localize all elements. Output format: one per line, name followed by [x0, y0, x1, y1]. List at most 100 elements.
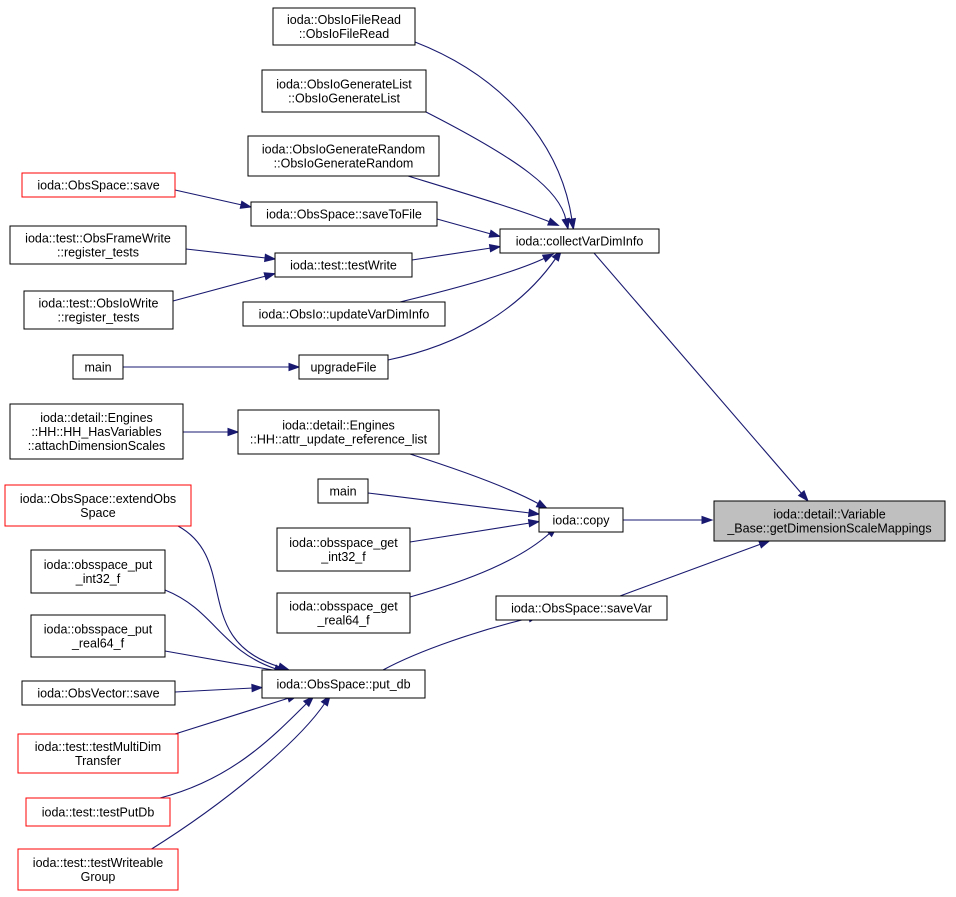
arrow-head-icon — [535, 499, 549, 510]
edge-line — [174, 687, 254, 693]
arrow-head-icon — [302, 695, 315, 708]
edge-line — [399, 257, 546, 303]
node-testWrite[interactable]: ioda::test::testWrite — [274, 252, 413, 278]
node-attachDim[interactable]: ioda::detail::Engines::HH::HH_HasVariabl… — [9, 403, 184, 460]
node-box — [250, 201, 438, 227]
node-box — [261, 669, 426, 699]
edge-getReal64-to-copy — [409, 526, 558, 598]
node-label-line: ::ObsIoGenerateRandom — [274, 157, 414, 171]
edge-line — [619, 543, 762, 597]
edge-ObsIoGenerateRandom-to-collectVarDimInfo — [407, 175, 560, 226]
arrow-head-icon — [263, 272, 277, 281]
node-label-line: ioda::test::ObsFrameWrite — [25, 232, 171, 246]
arrow-head-icon — [527, 518, 541, 528]
node-label-line: ioda::ObsSpace::put_db — [276, 678, 410, 692]
node-saveVar[interactable]: ioda::ObsSpace::saveVar — [495, 595, 668, 621]
node-ObsFrameWriteReg[interactable]: ioda::test::ObsFrameWrite::register_test… — [9, 225, 187, 265]
node-label-line: _real64_f — [316, 614, 370, 628]
node-label-line: ioda::ObsSpace::saveVar — [511, 602, 652, 616]
node-main1[interactable]: main — [72, 354, 124, 380]
node-box — [9, 225, 187, 265]
node-label-line: main — [84, 361, 111, 375]
edge-line — [411, 247, 492, 261]
node-box — [495, 595, 668, 621]
node-label-line: ioda::detail::Engines — [282, 419, 395, 433]
arrow-head-icon — [251, 683, 264, 693]
arrow-head-icon — [541, 253, 555, 263]
edge-saveVar-to-target — [619, 540, 771, 597]
edge-line — [387, 257, 557, 361]
node-getReal64[interactable]: ioda::obsspace_get_real64_f — [276, 592, 411, 634]
node-box — [272, 7, 416, 46]
node-box — [30, 614, 166, 658]
node-label-line: upgradeFile — [310, 361, 376, 375]
node-label-line: ioda::test::testWrite — [290, 259, 397, 273]
node-label-line: _int32_f — [75, 572, 121, 586]
node-ObsIoWriteReg[interactable]: ioda::test::ObsIoWrite::register_tests — [23, 290, 174, 330]
edge-testMultiDim-to-putDb — [174, 694, 299, 735]
node-ObsSpaceSave[interactable]: ioda::ObsSpace::save — [21, 172, 176, 198]
edge-attrUpdate-to-copy — [409, 453, 549, 510]
node-saveToFile[interactable]: ioda::ObsSpace::saveToFile — [250, 201, 438, 227]
node-box — [538, 507, 624, 533]
arrow-head-icon — [797, 490, 809, 502]
node-box — [17, 733, 179, 774]
node-upgradeFile[interactable]: upgradeFile — [298, 354, 389, 380]
node-label-line: ioda::ObsIo::updateVarDimInfo — [259, 308, 430, 322]
node-box — [317, 478, 369, 504]
node-updateVarDimInfo[interactable]: ioda::ObsIo::updateVarDimInfo — [242, 301, 446, 327]
edge-copy-to-target — [623, 515, 714, 525]
edge-attachDim-to-attrUpdate — [183, 427, 240, 437]
node-label-line: ::ObsIoFileRead — [299, 27, 389, 41]
node-target[interactable]: ioda::detail::Variable_Base::getDimensio… — [713, 500, 946, 542]
node-ObsIoGenerateList[interactable]: ioda::ObsIoGenerateList::ObsIoGenerateLi… — [261, 69, 427, 113]
node-box — [276, 592, 411, 634]
node-attrUpdate[interactable]: ioda::detail::Engines::HH::attr_update_r… — [237, 409, 440, 455]
node-label-line: ioda::ObsSpace::save — [37, 179, 159, 193]
node-label-line: Group — [81, 870, 116, 884]
node-putInt32[interactable]: ioda::obsspace_put_int32_f — [30, 549, 166, 594]
node-label-line: ioda::test::testMultiDim — [35, 740, 161, 754]
node-putReal64[interactable]: ioda::obsspace_put_real64_f — [30, 614, 166, 658]
node-main2[interactable]: main — [317, 478, 369, 504]
node-label-line: ioda::ObsSpace::extendObs — [20, 492, 176, 506]
edge-line — [409, 532, 551, 598]
node-testPutDb[interactable]: ioda::test::testPutDb — [25, 797, 171, 827]
node-putDb[interactable]: ioda::ObsSpace::put_db — [261, 669, 426, 699]
node-collectVarDimInfo[interactable]: ioda::collectVarDimInfo — [499, 228, 660, 254]
edge-vecSave-to-putDb — [174, 683, 264, 693]
edge-line — [593, 252, 803, 495]
node-label-line: ioda::detail::Engines — [40, 411, 153, 425]
node-label-line: ioda::copy — [553, 514, 611, 528]
nodes-layer: ioda::detail::Variable_Base::getDimensio… — [4, 7, 946, 891]
edges-layer — [123, 41, 809, 851]
node-label-line: ioda::ObsVector::save — [37, 687, 159, 701]
node-box — [21, 172, 176, 198]
node-vecSave[interactable]: ioda::ObsVector::save — [21, 680, 176, 706]
edge-line — [159, 702, 308, 799]
edge-testPutDb-to-putDb — [159, 695, 315, 799]
node-ObsIoFileRead[interactable]: ioda::ObsIoFileRead::ObsIoFileRead — [272, 7, 416, 46]
node-label-line: ::ObsIoGenerateList — [288, 92, 400, 106]
node-label-line: ioda::obsspace_put — [44, 558, 153, 572]
node-box — [499, 228, 660, 254]
node-box — [17, 848, 179, 891]
edge-ObsIoGenerateList-to-collectVarDimInfo — [425, 111, 570, 231]
node-ObsIoGenerateRandom[interactable]: ioda::ObsIoGenerateRandom::ObsIoGenerate… — [247, 135, 440, 177]
node-label-line: ioda::detail::Variable — [773, 508, 885, 522]
node-label-line: Transfer — [75, 754, 121, 768]
node-label-line: _Base::getDimensionScaleMappings — [726, 522, 931, 536]
arrow-head-icon — [264, 253, 277, 263]
arrow-head-icon — [488, 243, 502, 253]
node-getInt32[interactable]: ioda::obsspace_get_int32_f — [276, 527, 411, 572]
edge-main2-to-copy — [367, 492, 541, 518]
node-label-line: _real64_f — [71, 637, 125, 651]
node-copy[interactable]: ioda::copy — [538, 507, 624, 533]
node-box — [261, 69, 427, 113]
node-label-line: main — [329, 485, 356, 499]
arrow-head-icon — [701, 515, 714, 525]
